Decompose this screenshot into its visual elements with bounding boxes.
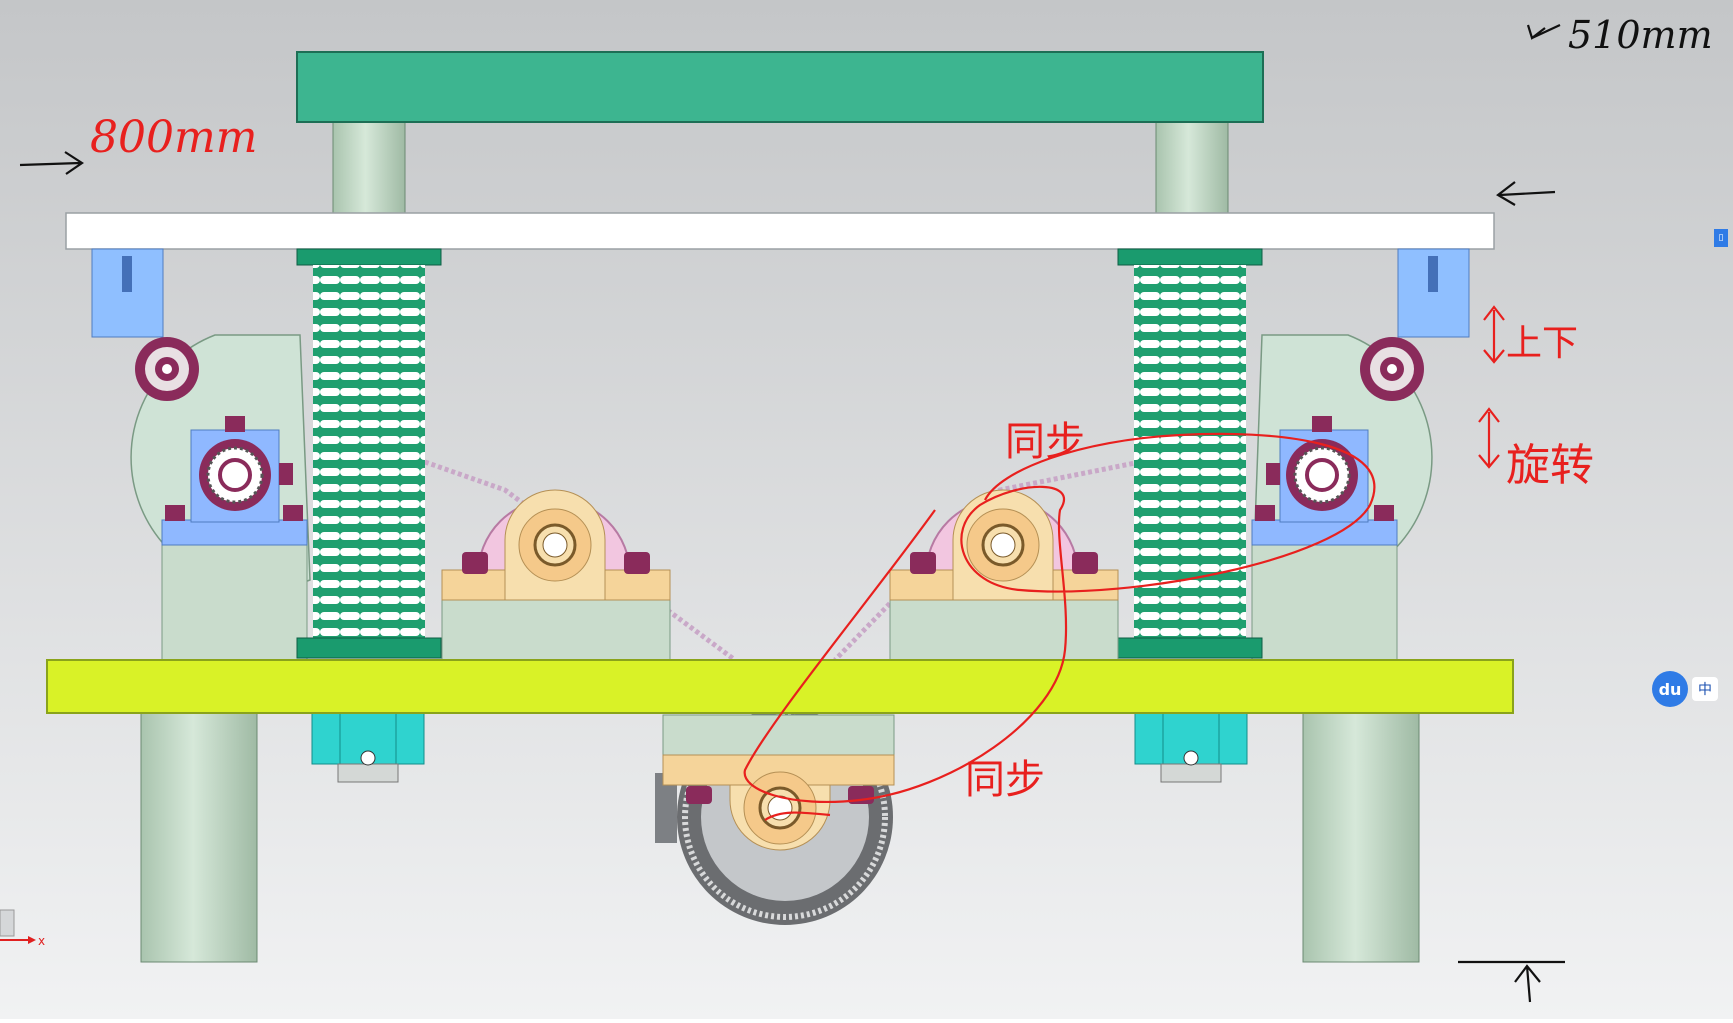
top-plate [296, 51, 1264, 123]
ime-logo-icon[interactable]: du [1652, 671, 1688, 707]
side-panel-tab[interactable]: ▯ [1714, 229, 1728, 247]
updown-annotation: 上下 [1506, 323, 1578, 364]
hex-nut-left [311, 711, 425, 783]
clamp-slot-right [1428, 256, 1438, 292]
lower-column-right [1302, 711, 1420, 963]
spring-left [296, 248, 442, 659]
upper-column-right [1155, 119, 1229, 216]
pedestal-right [1251, 544, 1398, 661]
sync-annotation-top: 同步 [1005, 419, 1085, 465]
width-annotation: 800mm [90, 112, 257, 163]
white-plate [65, 212, 1495, 250]
base-plate [46, 659, 1514, 714]
x-axis-label: x [38, 934, 45, 948]
axis-triad [0, 909, 36, 944]
spring-right [1117, 248, 1263, 659]
dimension-arrows [19, 24, 1565, 1003]
upper-column-left [332, 119, 406, 216]
clamp-slot-left [122, 256, 132, 292]
side-bearing-left [161, 416, 308, 546]
pedestal-left [161, 544, 308, 661]
rotate-annotation: 旋转 [1506, 440, 1594, 491]
roller-left [135, 337, 199, 401]
ime-mode-toggle[interactable]: 中 [1692, 677, 1718, 701]
ime-toolbar[interactable]: du 中 [1652, 671, 1718, 707]
pulley-unit-left [441, 489, 671, 661]
pulley-unit-right [889, 489, 1119, 661]
red-ink-markup [743, 305, 1505, 821]
sync-annotation-bottom: 同步 [965, 757, 1045, 803]
lower-column-left [140, 711, 258, 963]
roller-right [1360, 337, 1424, 401]
depth-annotation: 510mm [1568, 13, 1713, 57]
hex-nut-right [1134, 711, 1248, 783]
